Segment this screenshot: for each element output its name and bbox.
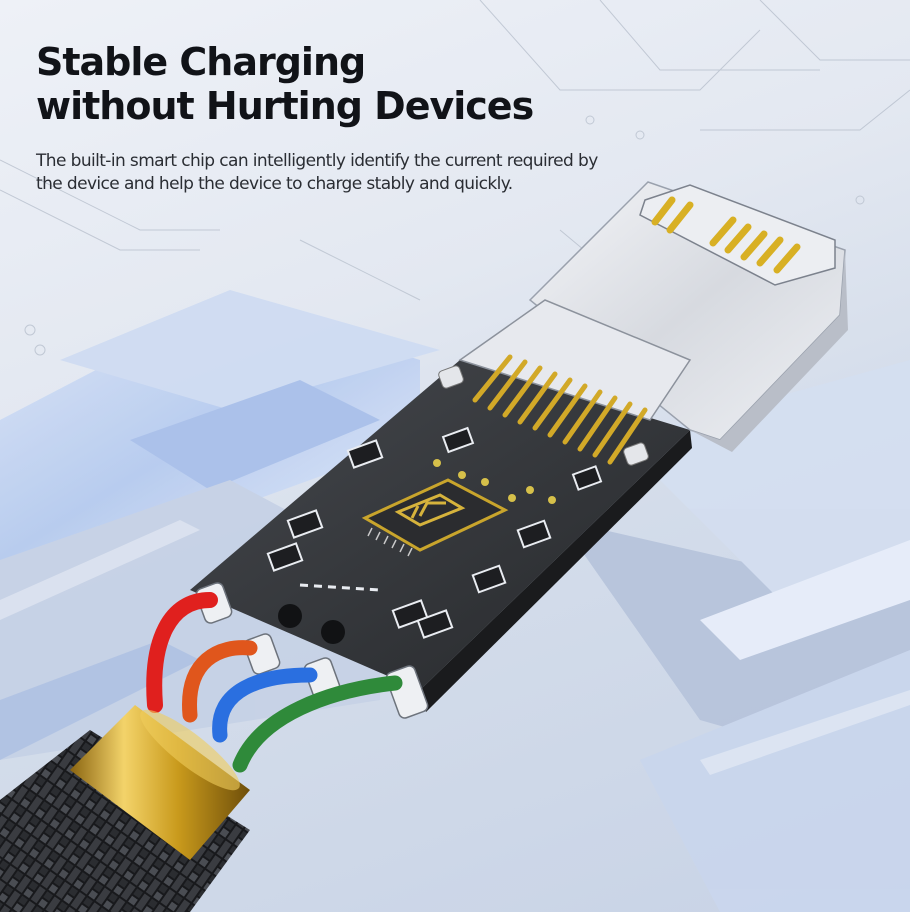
internal-gold-pins — [472, 354, 648, 465]
lightning-gold-contacts — [651, 196, 801, 274]
smart-chip — [361, 478, 509, 557]
headline: Stable Charging without Hurting Devices — [36, 40, 534, 128]
headline-line-1: Stable Charging — [36, 40, 366, 84]
background-circuit-lines — [0, 0, 910, 356]
colored-wires — [146, 592, 403, 773]
lightning-connector — [438, 181, 848, 466]
chip-logo-icon — [394, 493, 466, 527]
headline-line-2: without Hurting Devices — [36, 84, 534, 128]
braided-cable — [0, 730, 250, 912]
description-text: The built-in smart chip can intelligentl… — [36, 151, 598, 194]
gold-ferrule — [70, 705, 250, 860]
glass-highlights — [0, 520, 910, 775]
